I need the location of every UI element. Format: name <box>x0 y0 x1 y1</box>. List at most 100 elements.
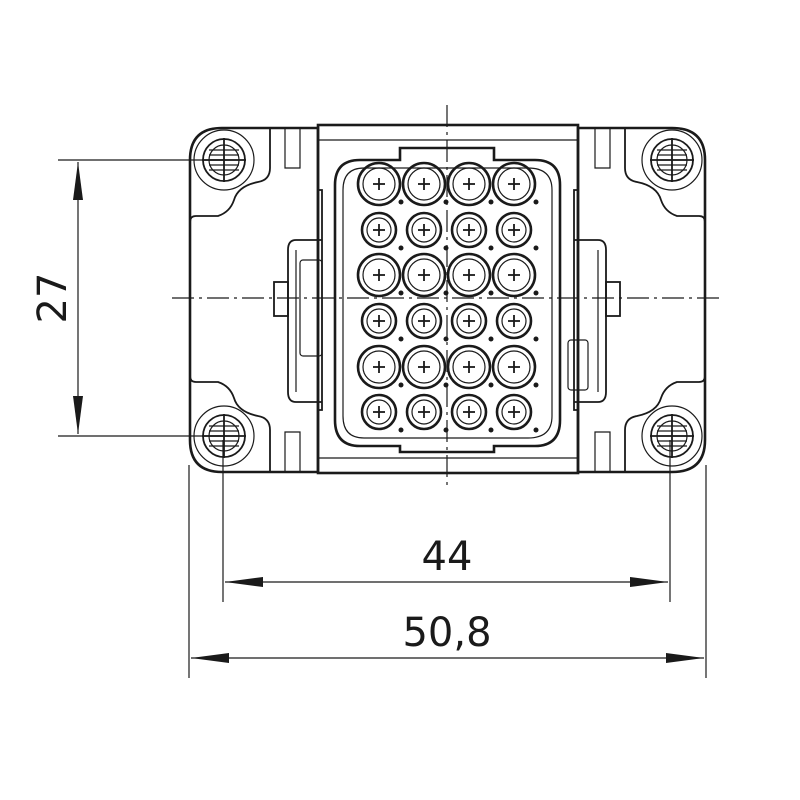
pin-number-mark <box>398 427 404 433</box>
mounting-screw-top-right <box>641 129 703 191</box>
pin-number-mark <box>533 290 539 296</box>
connector-body <box>316 123 580 475</box>
pin-number-mark <box>488 427 494 433</box>
housing-flange-outline <box>188 126 320 474</box>
left-latch-tab <box>273 281 289 317</box>
body-right-step <box>573 189 578 411</box>
pin-socket <box>356 252 402 298</box>
inner-width-dimension: 44 <box>222 440 671 602</box>
pin-number-mark <box>533 245 539 251</box>
pin-socket-inner <box>366 308 392 334</box>
pin-socket-inner <box>456 308 482 334</box>
pin-socket <box>401 344 447 390</box>
right-latch-tab <box>605 281 621 317</box>
contact-pin <box>401 252 449 298</box>
outer-width-arrow-left <box>191 653 229 663</box>
pin-number-mark <box>443 290 449 296</box>
pin-socket <box>360 302 398 340</box>
contact-pin <box>495 211 539 251</box>
pin-socket-inner <box>456 217 482 243</box>
pin-socket-inner <box>501 308 527 334</box>
pin-socket-inner <box>411 217 437 243</box>
right-latch <box>574 239 607 403</box>
pin-socket <box>450 393 488 431</box>
pin-socket-inner <box>407 350 441 384</box>
pin-socket-inner <box>452 350 486 384</box>
contact-pin <box>446 344 494 390</box>
contact-pin <box>356 161 404 207</box>
pin-socket-inner <box>366 217 392 243</box>
inner-width-arrow-right <box>630 577 668 587</box>
pin-socket-inner <box>497 258 531 292</box>
contact-pin <box>356 344 404 390</box>
outer-width-arrow-right <box>666 653 704 663</box>
contact-pin <box>491 344 539 390</box>
pin-number-mark <box>533 427 539 433</box>
pin-socket-inner <box>456 399 482 425</box>
pin-socket-inner <box>501 217 527 243</box>
outer-width-dimension-label: 50,8 <box>402 610 491 656</box>
pin-socket-inner <box>407 258 441 292</box>
pin-socket-inner <box>452 167 486 201</box>
pin-number-mark <box>443 427 449 433</box>
contact-pin <box>360 211 404 251</box>
pin-socket-inner <box>501 399 527 425</box>
height-dimension: 27 <box>30 159 225 437</box>
contact-pin <box>491 161 539 207</box>
inner-width-arrow-left <box>225 577 263 587</box>
contact-pin <box>360 302 404 342</box>
housing-flange-outline-right <box>576 126 707 474</box>
contact-pin <box>446 252 494 298</box>
contact-pin <box>491 252 539 298</box>
pin-number-mark <box>443 336 449 342</box>
contact-pin <box>495 393 539 433</box>
pin-socket <box>446 344 492 390</box>
pin-socket-inner <box>366 399 392 425</box>
left-latch <box>287 239 322 403</box>
contact-pin <box>405 211 449 251</box>
pin-socket <box>401 161 447 207</box>
pin-socket <box>405 211 443 249</box>
pin-socket <box>360 211 398 249</box>
pin-socket-inner <box>497 167 531 201</box>
pin-number-mark <box>443 382 449 388</box>
pin-number-mark <box>488 382 494 388</box>
pin-socket <box>446 161 492 207</box>
pin-socket <box>360 393 398 431</box>
outer-width-dimension: 50,8 <box>188 465 707 678</box>
pin-number-mark <box>533 336 539 342</box>
screw-boss <box>641 129 703 191</box>
contact-pin <box>450 393 494 433</box>
right-flange-side <box>698 215 706 383</box>
pin-number-mark <box>443 245 449 251</box>
mounting-screw-bottom-right <box>641 405 703 467</box>
height-dimension-label: 27 <box>30 273 76 324</box>
pin-socket <box>495 302 533 340</box>
left-coding-window <box>299 259 323 357</box>
contact-pin <box>401 161 449 207</box>
pin-socket <box>495 211 533 249</box>
right-flange-contour <box>624 128 699 472</box>
pin-socket <box>450 211 488 249</box>
contact-pin <box>450 211 494 251</box>
pin-number-mark <box>488 336 494 342</box>
contact-pin <box>446 161 494 207</box>
pin-socket <box>401 252 447 298</box>
contact-pin <box>401 344 449 390</box>
pin-number-mark <box>398 199 404 205</box>
pin-number-mark <box>398 290 404 296</box>
pin-number-mark <box>488 290 494 296</box>
pin-socket <box>446 252 492 298</box>
pin-socket <box>356 344 402 390</box>
pin-socket-inner <box>362 350 396 384</box>
pin-socket-inner <box>407 167 441 201</box>
pin-socket-inner <box>497 350 531 384</box>
screw-boss <box>641 405 703 467</box>
contact-pin <box>495 302 539 342</box>
pin-socket-inner <box>362 167 396 201</box>
pin-number-mark <box>443 199 449 205</box>
pin-socket-inner <box>411 308 437 334</box>
right-coding-window <box>567 339 589 391</box>
left-flange-side <box>189 215 197 383</box>
